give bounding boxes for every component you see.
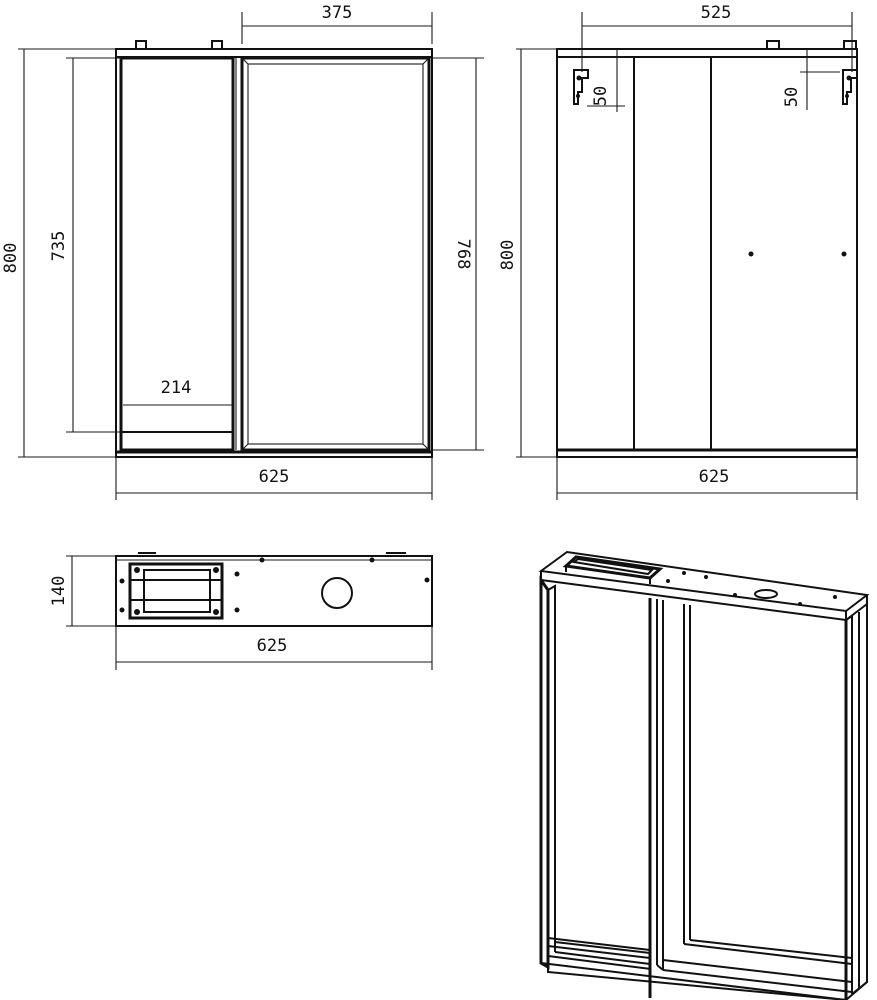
hanger-bracket-right-icon	[842, 69, 858, 105]
dim-mirror-height: 768	[453, 239, 473, 270]
dim-top-depth: 140	[49, 576, 69, 607]
dim-open-shelf-height: 735	[49, 231, 69, 262]
dim-hanger-offset-right: 50	[782, 87, 802, 107]
dim-mirror-door-width: 375	[322, 3, 353, 23]
dim-top-overall-width: 625	[257, 636, 288, 656]
dim-shelf-width: 214	[161, 378, 192, 398]
isometric-view	[538, 550, 870, 1000]
dim-back-inner-width: 525	[701, 3, 732, 23]
dim-back-overall-width: 625	[699, 467, 730, 487]
dim-back-overall-height: 800	[498, 240, 518, 271]
front-view	[115, 40, 433, 458]
front-view-dimensions: 375 800 735 768 214 625	[1, 3, 484, 500]
hanger-bracket-left-icon	[573, 69, 589, 105]
back-view-dimensions: 525 50 50 800 625	[498, 3, 858, 500]
dim-front-overall-height: 800	[1, 243, 21, 274]
dim-front-overall-width: 625	[259, 467, 290, 487]
dim-hanger-offset-left: 50	[591, 86, 611, 106]
top-view-dimensions: 140 625	[49, 555, 433, 670]
back-view	[556, 40, 858, 458]
top-view	[115, 552, 433, 627]
